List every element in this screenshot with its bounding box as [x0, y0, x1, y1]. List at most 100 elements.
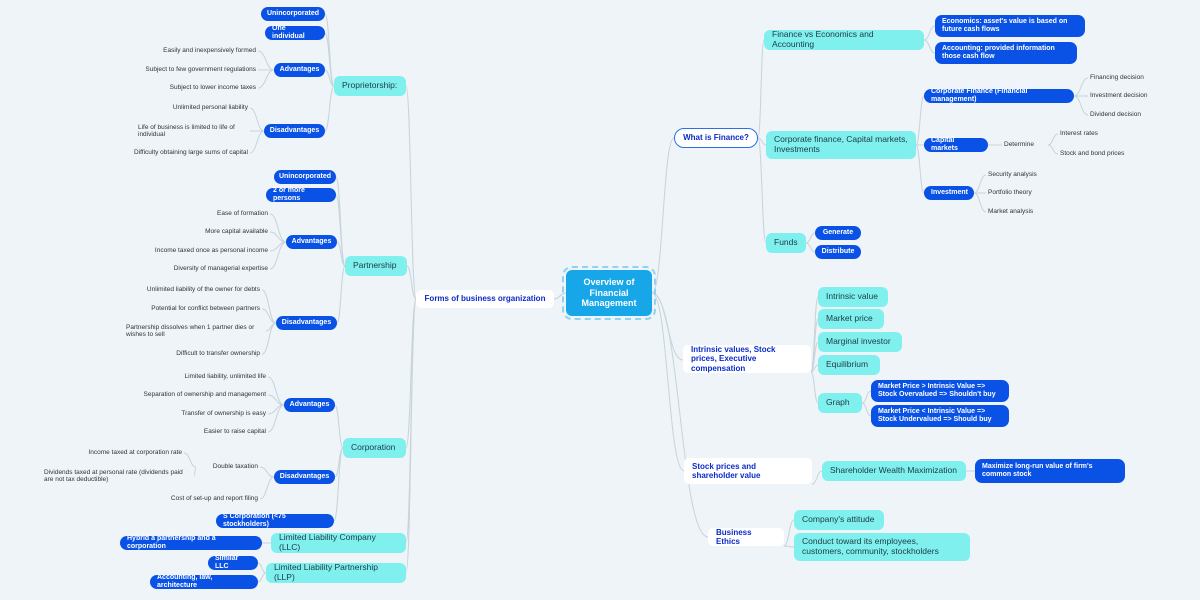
- node-hybrid[interactable]: Hybrid a partnership and a corporation: [120, 535, 262, 550]
- leaf-security-analysis: Security analysis: [988, 171, 1037, 179]
- connector-line: [861, 402, 872, 417]
- connector-line: [805, 232, 816, 244]
- connector-line: [651, 292, 685, 472]
- connector-line: [923, 39, 936, 54]
- leaf-part-dis-4: Difficult to transfer ownership: [176, 350, 260, 358]
- leaf-investment-decision: Investment decision: [1090, 92, 1148, 100]
- connector-line: [757, 39, 765, 139]
- connector-line: [257, 572, 267, 583]
- connector-line: [810, 364, 819, 373]
- connector-line: [405, 85, 417, 300]
- subtopic-proprietorship[interactable]: Proprietorship:: [334, 76, 406, 96]
- leaf-corp-adv-3: Transfer of ownership is easy: [181, 410, 266, 418]
- connector-line: [259, 466, 275, 478]
- connector-line: [783, 519, 795, 547]
- node-prop-advantages[interactable]: Advantages: [274, 63, 325, 77]
- subtopic-intrinsic-value[interactable]: Intrinsic value: [818, 287, 888, 307]
- node-s-corporation[interactable]: S Corporation (<75 stockholders): [216, 513, 334, 528]
- leaf-financing-decision: Financing decision: [1090, 74, 1144, 82]
- subtopic-conduct[interactable]: Conduct toward its employees, customers,…: [794, 533, 970, 561]
- leaf-prop-adv-1: Easily and inexpensively formed: [163, 47, 256, 55]
- leaf-interest-rates: Interest rates: [1060, 130, 1098, 138]
- subtopic-market-price[interactable]: Market price: [818, 309, 884, 329]
- topic-forms-of-business[interactable]: Forms of business organization: [416, 290, 554, 308]
- connector-line: [915, 95, 925, 146]
- subtopic-shareholder-wealth[interactable]: Shareholder Wealth Maximization: [822, 461, 966, 481]
- topic-stock-prices[interactable]: Stock prices and shareholder value: [684, 458, 812, 484]
- node-two-or-more[interactable]: 2 or more persons: [266, 187, 336, 202]
- leaf-prop-dis-2: Life of business is limited to life of i…: [138, 123, 235, 138]
- node-part-disadvantages[interactable]: Disadvantages: [276, 316, 337, 330]
- leaf-portfolio-theory: Portfolio theory: [988, 189, 1032, 197]
- leaf-cost-setup: Cost of set-up and report filing: [170, 495, 258, 503]
- node-overvalued[interactable]: Market Price > Intrinsic Value => Stock …: [871, 380, 1009, 402]
- subtopic-company-attitude[interactable]: Company's attitude: [794, 510, 884, 530]
- leaf-part-dis-2: Potential for conflict between partners: [151, 305, 260, 313]
- connector-line: [915, 144, 925, 194]
- connector-line: [1047, 144, 1059, 155]
- central-topic[interactable]: Overview of Financial Management: [562, 266, 656, 320]
- leaf-part-dis-1: Unlimited liability of the owner for deb…: [146, 286, 260, 294]
- node-corp-disadvantages[interactable]: Disadvantages: [274, 470, 335, 484]
- connector-line: [973, 192, 987, 213]
- subtopic-finance-vs-economics[interactable]: Finance vs Economics and Accounting: [764, 29, 924, 50]
- topic-business-ethics[interactable]: Business Ethics: [708, 528, 784, 546]
- node-undervalued[interactable]: Market Price < Intrinsic Value => Stock …: [871, 405, 1009, 427]
- connector-line: [861, 390, 872, 404]
- connector-line: [333, 447, 344, 522]
- node-corp-advantages[interactable]: Advantages: [284, 398, 335, 412]
- connector-line: [261, 289, 277, 324]
- subtopic-marginal-investor[interactable]: Marginal investor: [818, 332, 902, 352]
- leaf-double-taxation: Double taxation: [212, 463, 258, 471]
- connector-line: [261, 308, 277, 324]
- connector-line: [805, 242, 816, 253]
- subtopic-equilibrium[interactable]: Equilibrium: [818, 355, 880, 375]
- connector-line: [324, 32, 335, 87]
- connector-line: [1047, 133, 1059, 146]
- subtopic-llc[interactable]: Limited Liability Company (LLC): [271, 532, 406, 553]
- topic-what-is-finance[interactable]: What is Finance?: [674, 128, 758, 148]
- connector-line: [257, 562, 267, 574]
- leaf-dividend-decision: Dividend decision: [1090, 111, 1141, 119]
- subtopic-corporation[interactable]: Corporation: [343, 438, 406, 458]
- leaf-corp-adv-4: Easier to raise capital: [203, 428, 266, 436]
- leaf-determine: Determine: [1004, 141, 1034, 149]
- connector-line: [406, 265, 417, 300]
- subtopic-funds[interactable]: Funds: [766, 233, 806, 253]
- node-prop-unincorporated[interactable]: Unincorporated: [261, 7, 325, 21]
- leaf-corp-adv-2: Separation of ownership and management: [143, 391, 267, 399]
- connector-line: [269, 213, 287, 243]
- node-maximize-value[interactable]: Maximize long-run value of firm's common…: [975, 459, 1125, 483]
- connector-line: [810, 371, 819, 404]
- node-distribute[interactable]: Distribute: [815, 245, 861, 259]
- connector-line: [257, 69, 275, 89]
- connector-line: [267, 404, 285, 433]
- connector-line: [651, 137, 675, 294]
- connector-line: [336, 265, 346, 324]
- node-prop-disadvantages[interactable]: Disadvantages: [264, 124, 325, 138]
- connector-line: [334, 404, 344, 449]
- node-capital-markets[interactable]: Capital markets: [924, 137, 988, 152]
- connector-line: [553, 292, 567, 300]
- node-part-unincorporated[interactable]: Unincorporated: [274, 170, 336, 184]
- connector-line: [269, 241, 287, 270]
- node-corporate-finance-fm[interactable]: Corporate Finance (Financial management): [924, 88, 1074, 103]
- subtopic-llp[interactable]: Limited Liability Partnership (LLP): [266, 562, 406, 583]
- node-one-individual[interactable]: One individual: [265, 25, 325, 40]
- leaf-part-adv-4: Diversity of managerial expertise: [173, 265, 268, 273]
- connector-line: [257, 50, 275, 71]
- subtopic-partnership[interactable]: Partnership: [345, 256, 407, 276]
- subtopic-corporate-finance[interactable]: Corporate finance, Capital markets, Inve…: [766, 131, 916, 159]
- connector-line: [324, 85, 335, 132]
- leaf-dividends-taxed: Dividends taxed at personal rate (divide…: [44, 468, 183, 483]
- node-economics[interactable]: Economics: asset's value is based on fut…: [935, 15, 1085, 37]
- leaf-corp-adv-1: Limited liability, unlimited life: [184, 373, 266, 381]
- node-investment[interactable]: Investment: [924, 186, 974, 200]
- node-accounting[interactable]: Accounting: provided information those c…: [935, 42, 1077, 64]
- node-part-advantages[interactable]: Advantages: [286, 235, 337, 249]
- subtopic-graph[interactable]: Graph: [818, 393, 862, 413]
- node-accounting-law[interactable]: Accounting, law, architecture: [150, 574, 258, 589]
- node-generate[interactable]: Generate: [815, 226, 861, 240]
- topic-intrinsic-values[interactable]: Intrinsic values, Stock prices, Executiv…: [683, 345, 811, 373]
- node-similar-llc[interactable]: Similar LLC: [208, 555, 258, 570]
